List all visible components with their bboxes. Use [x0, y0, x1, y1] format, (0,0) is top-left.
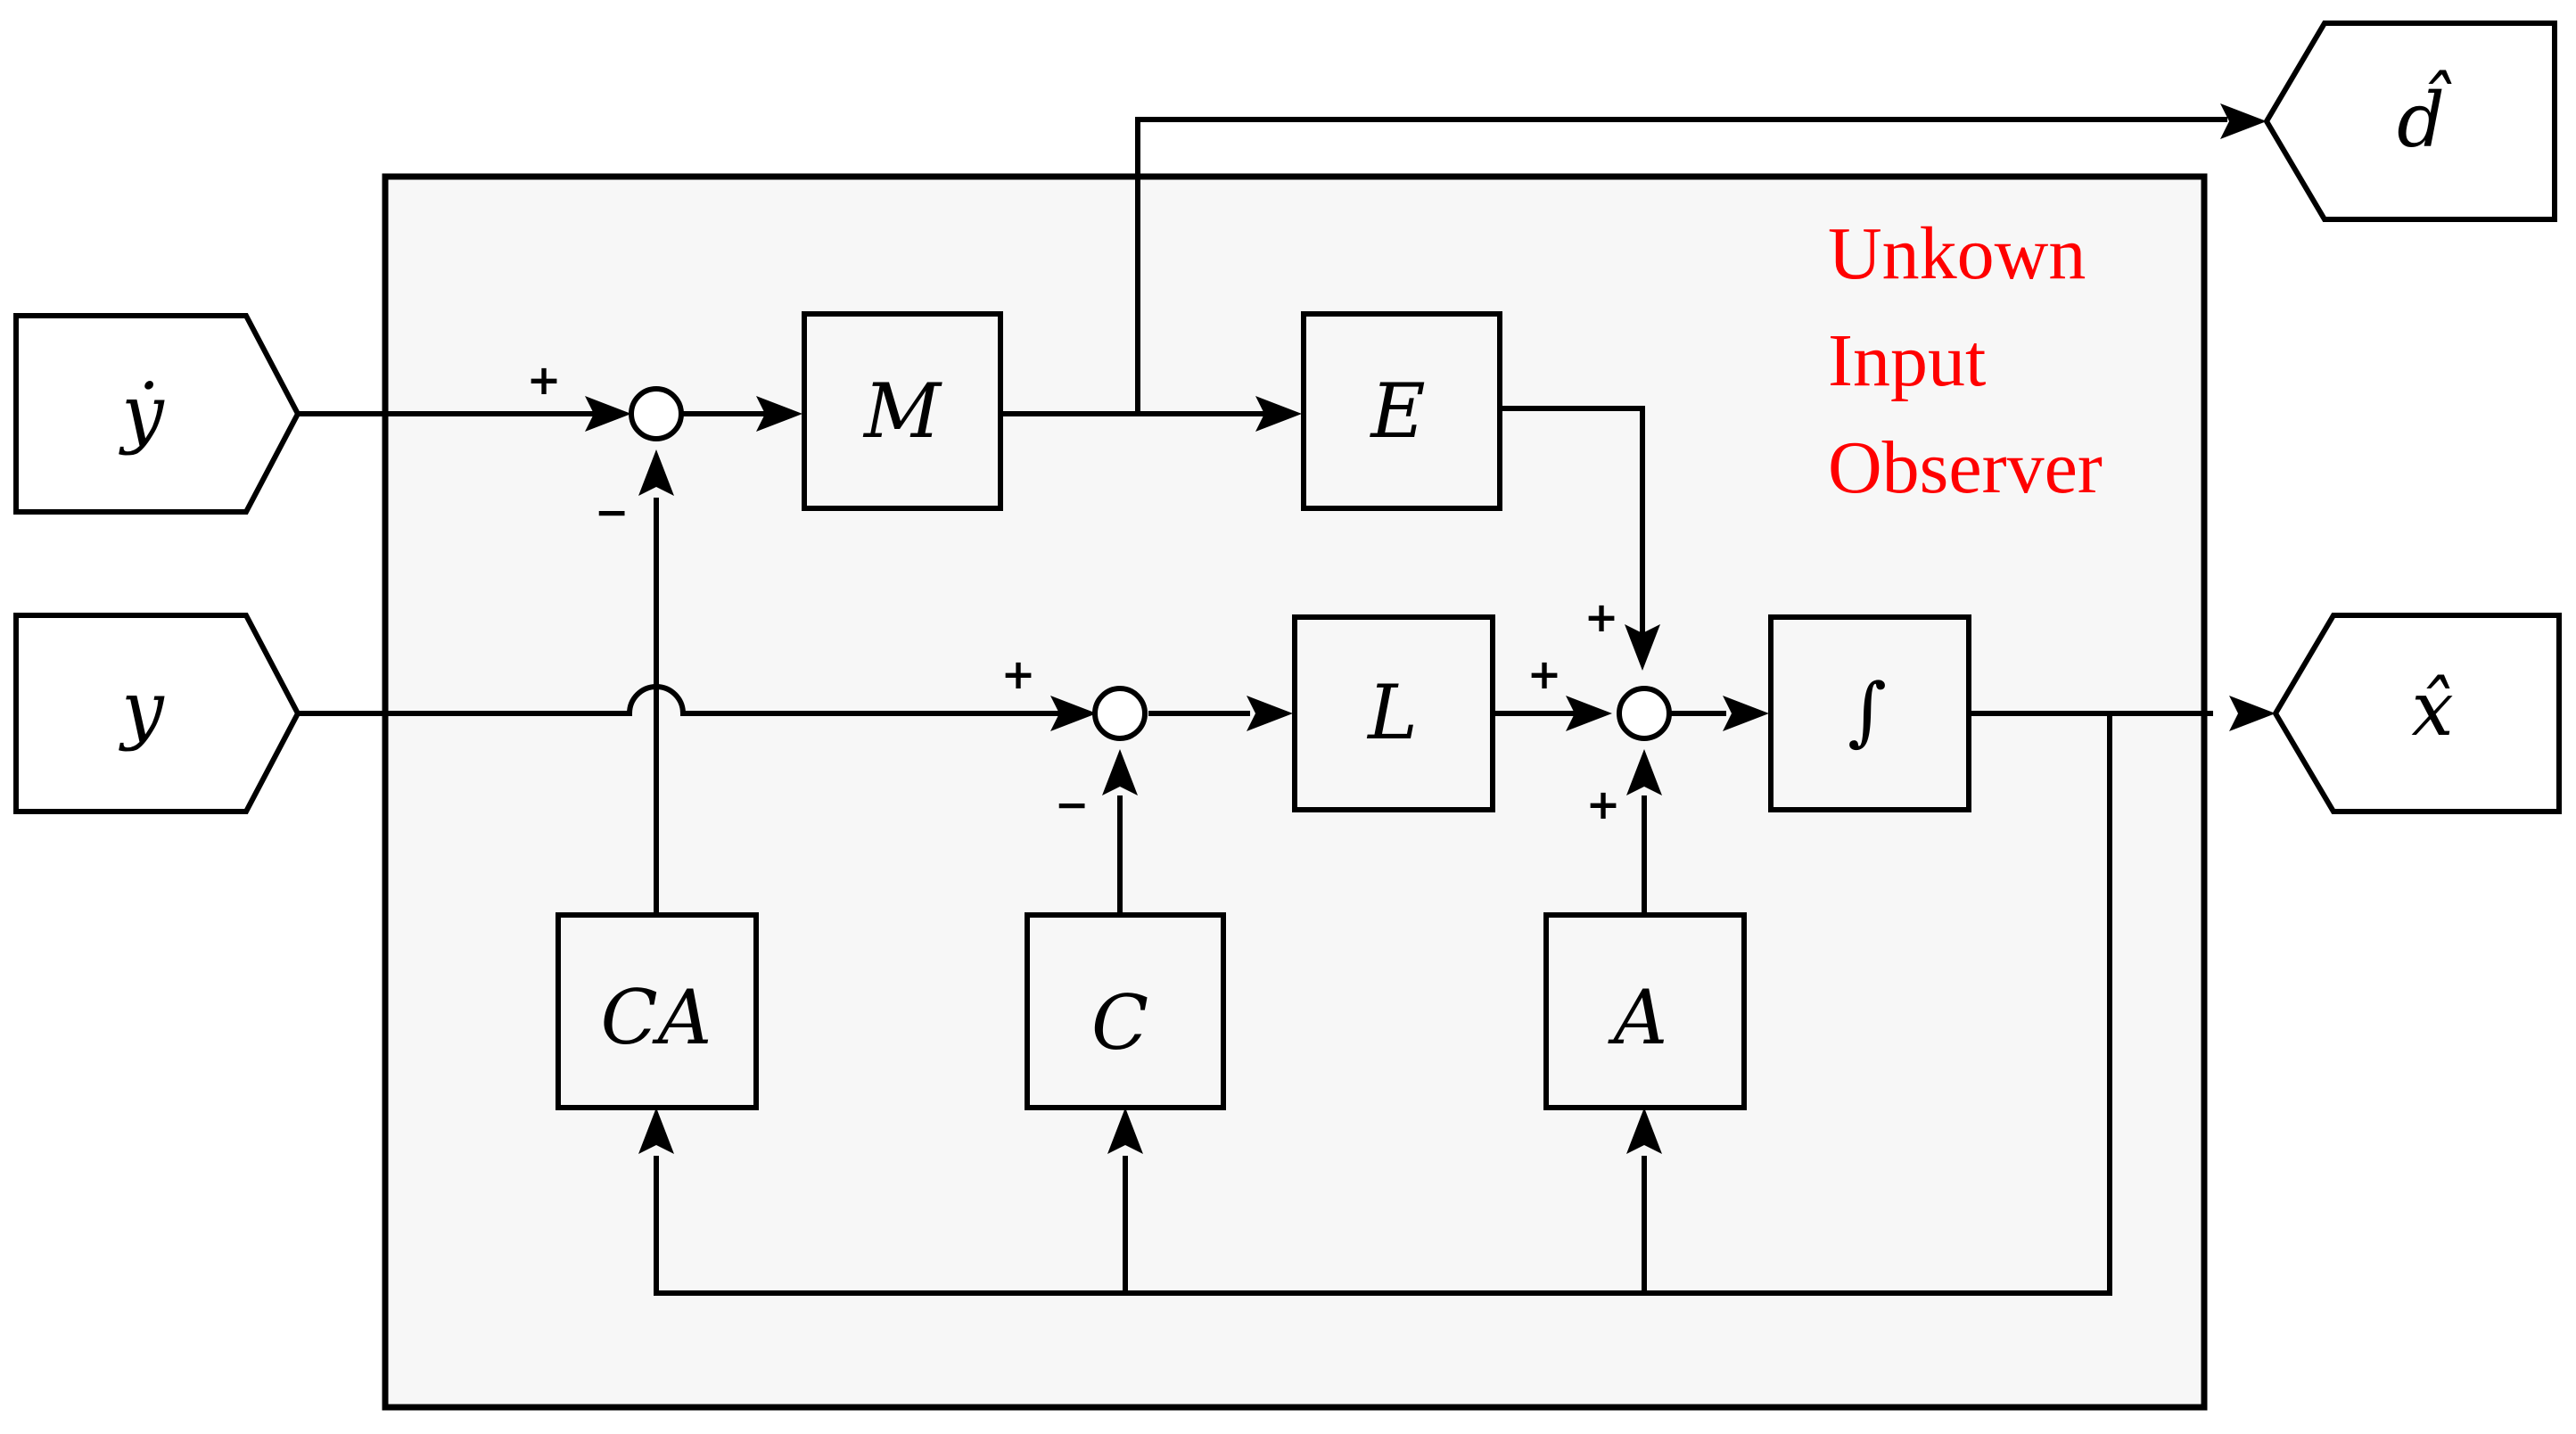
input-port-y-label: y [118, 665, 165, 753]
wire-branch-to-d-hat [1135, 117, 2227, 414]
arrowhead-to-integrator [1723, 696, 1769, 731]
sum3-top-plus-sign: + [1584, 593, 1619, 641]
arrowhead-E-to-sum3 [1625, 624, 1660, 671]
block-C [1025, 912, 1226, 1110]
block-A-label: A [1608, 974, 1668, 1061]
block-integrator [1768, 614, 1971, 812]
output-port-d-hat-label: d̂ [2397, 70, 2452, 164]
sum1-plus-sign: + [527, 356, 562, 404]
block-E-label: E [1369, 367, 1425, 455]
sum3-left-plus-sign: + [1527, 650, 1562, 698]
output-port-d-hat [2263, 21, 2557, 222]
sum1-minus-sign: − [595, 488, 630, 536]
arrowhead-to-A [1626, 1108, 1662, 1154]
arrowhead-to-C [1107, 1108, 1143, 1154]
observer-title-line2: Input [1828, 319, 1986, 402]
input-port-y [13, 613, 301, 814]
sum2-minus-sign: − [1055, 780, 1090, 828]
input-port-y-dot [13, 313, 301, 515]
block-L [1292, 614, 1495, 812]
block-E [1301, 311, 1502, 511]
arrowhead-to-sum1-left [585, 396, 631, 432]
observer-title-line1: Unkown [1828, 212, 2086, 295]
arrowhead-L-to-sum3 [1566, 696, 1612, 731]
arrowhead-to-sum2-left [1050, 696, 1097, 731]
sum-junction-2 [1092, 686, 1148, 741]
block-CA-label: CA [601, 974, 712, 1061]
arrowhead-to-E [1255, 396, 1302, 432]
block-C-label: C [1091, 979, 1148, 1067]
block-M-label: M [862, 367, 942, 455]
arrowhead-to-d-hat [2220, 103, 2267, 139]
sum-junction-1 [629, 386, 684, 441]
arrowhead-to-L [1247, 696, 1293, 731]
wire-E-to-sum3 [1500, 406, 1645, 642]
input-port-y-dot-label: ẏ [118, 369, 165, 457]
block-L-label: L [1366, 669, 1418, 756]
arrowhead-A-to-sum3 [1626, 749, 1662, 795]
block-M [802, 311, 1003, 511]
wire-feedback [654, 713, 2112, 1296]
output-port-x-hat [2272, 613, 2562, 814]
arrowhead-CA-to-sum1 [638, 449, 674, 496]
block-CA [556, 912, 759, 1110]
arrowhead-to-CA [638, 1108, 674, 1154]
sum-junction-3 [1617, 686, 1672, 741]
observer-title-line3: Observer [1828, 426, 2103, 509]
block-A [1543, 912, 1747, 1110]
sum2-plus-sign: + [1001, 650, 1036, 698]
arrowhead-to-M [756, 396, 802, 432]
block-integrator-label: ∫ [1848, 667, 1887, 754]
sum3-bottom-plus-sign: + [1586, 780, 1621, 828]
arrowhead-to-x-hat [2229, 696, 2276, 731]
arrowhead-C-to-sum2 [1102, 749, 1138, 795]
output-port-x-hat-label: x̂ [2411, 665, 2453, 753]
